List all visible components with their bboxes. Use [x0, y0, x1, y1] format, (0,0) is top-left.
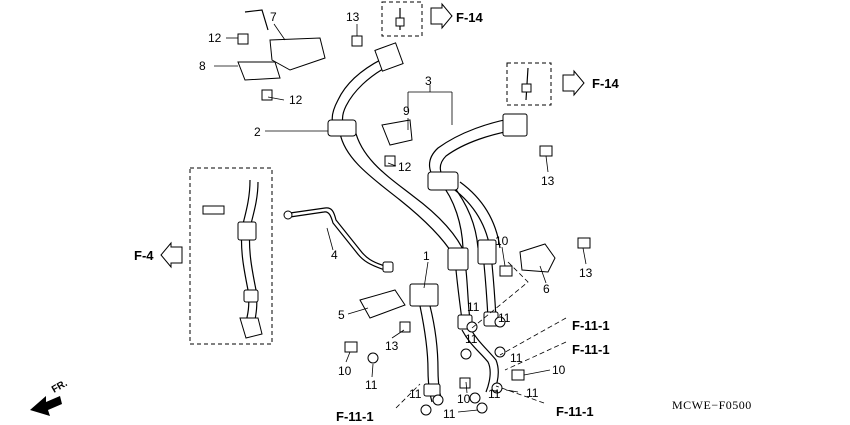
label-part-4: 4 — [331, 248, 338, 262]
front-direction-label: FR. — [50, 378, 70, 396]
ref-f14-top: F-14 — [456, 10, 484, 25]
ref-f11-1: F-11-1 — [556, 404, 594, 419]
label-part-11: 11 — [365, 378, 378, 392]
ref-f11-1: F-11-1 — [572, 318, 610, 333]
brake-pipe-4 — [283, 207, 394, 273]
sensor-6 — [519, 243, 556, 273]
label-part-1: 1 — [423, 249, 430, 263]
label-part-11: 11 — [510, 351, 523, 365]
ref-f11-1: F-11-1 — [336, 409, 374, 424]
clamp-5 — [359, 289, 406, 319]
label-part-10: 10 — [457, 392, 471, 406]
drawing-code: MCWE−F0500 — [672, 398, 752, 412]
label-part-9: 9 — [403, 104, 410, 118]
part-number-labels: 4 1 2 3 5 6 7 8 9 10 10 10 10 11 11 11 1… — [199, 10, 593, 421]
label-part-8: 8 — [199, 59, 206, 73]
brake-hose-1 — [409, 283, 499, 403]
ref-f14-right: F-14 — [592, 76, 620, 91]
label-part-11: 11 — [488, 387, 501, 401]
label-part-13: 13 — [541, 174, 555, 188]
label-part-10: 10 — [552, 363, 566, 377]
f4-arrow — [160, 241, 183, 269]
ref-f4: F-4 — [134, 248, 154, 263]
inset-f14-top — [381, 1, 453, 37]
clamp-8 — [237, 61, 281, 81]
label-part-12: 12 — [398, 160, 412, 174]
leader-lines — [214, 23, 587, 413]
brake-hose-3 — [427, 113, 528, 327]
inset-hose-f4 — [189, 167, 273, 345]
label-part-2: 2 — [254, 125, 261, 139]
front-direction-arrow — [30, 396, 62, 416]
bolts — [237, 33, 591, 416]
label-part-11: 11 — [443, 407, 456, 421]
label-part-11: 11 — [409, 387, 422, 401]
label-part-12: 12 — [208, 31, 222, 45]
label-part-13: 13 — [346, 10, 360, 24]
cross-reference-labels: F-14 F-14 F-4 F-11-1 F-11-1 F-11-1 F-11-… — [134, 10, 620, 424]
label-part-7: 7 — [270, 10, 277, 24]
label-part-10: 10 — [338, 364, 352, 378]
label-part-5: 5 — [338, 308, 345, 322]
label-part-10: 10 — [495, 234, 509, 248]
label-part-11: 11 — [465, 332, 478, 346]
label-part-11: 11 — [498, 311, 511, 325]
label-part-13: 13 — [385, 339, 399, 353]
inset-f14-right — [506, 62, 585, 106]
label-part-12: 12 — [289, 93, 303, 107]
brake-hose-2 — [327, 42, 473, 330]
label-part-3: 3 — [425, 74, 432, 88]
clamp-9 — [381, 119, 413, 146]
label-part-6: 6 — [543, 282, 550, 296]
bracket-7 — [244, 9, 326, 71]
label-part-13: 13 — [579, 266, 593, 280]
ref-f11-1: F-11-1 — [572, 342, 610, 357]
f11-dashed-leaders — [395, 261, 567, 409]
label-part-11: 11 — [467, 300, 480, 314]
label-part-11: 11 — [526, 386, 539, 400]
